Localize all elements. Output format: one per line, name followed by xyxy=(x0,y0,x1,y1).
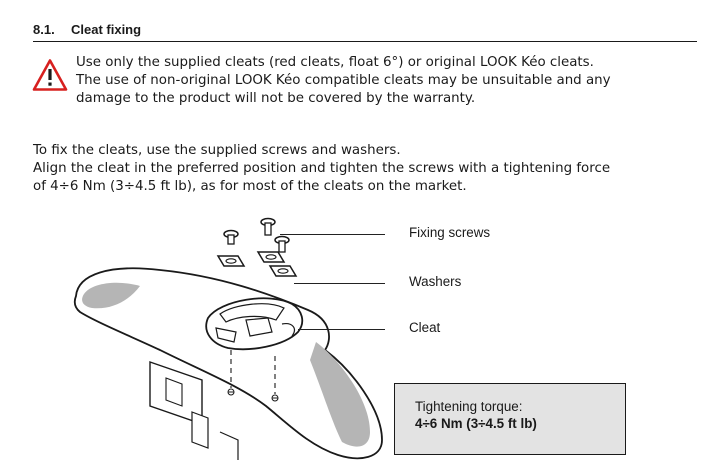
section-number: 8.1. xyxy=(33,22,55,37)
screws-leader-line xyxy=(280,234,385,235)
callout-cleat: Cleat xyxy=(409,320,441,335)
instruction-line: of 4÷6 Nm (3÷4.5 ft lb), as for most of … xyxy=(33,179,467,194)
warning-triangle-icon xyxy=(32,59,68,91)
torque-label: Tightening torque: xyxy=(415,399,523,414)
washers-leader-line xyxy=(294,283,385,284)
callout-fixing-screws: Fixing screws xyxy=(409,225,491,240)
assembly-guides xyxy=(230,350,276,394)
fixing-screws xyxy=(223,217,290,253)
shoe-sole xyxy=(73,267,383,460)
section-title: Cleat fixing xyxy=(71,22,142,37)
instruction-line: To fix the cleats, use the supplied scre… xyxy=(33,143,401,158)
warning-line: Use only the supplied cleats (red cleats… xyxy=(76,55,594,70)
instructions-text: To fix the cleats, use the supplied scre… xyxy=(33,142,703,196)
instruction-line: Align the cleat in the preferred positio… xyxy=(33,161,611,176)
section-heading: 8.1. Cleat fixing xyxy=(33,21,697,42)
cleat-fixing-illustration xyxy=(73,217,383,460)
cleat xyxy=(205,297,304,351)
warning-line: The use of non-original LOOK Kéo compati… xyxy=(76,73,611,88)
torque-spec-box: Tightening torque: 4÷6 Nm (3÷4.5 ft lb) xyxy=(394,383,626,455)
cleat-leader-line xyxy=(298,329,385,330)
torque-value: 4÷6 Nm (3÷4.5 ft lb) xyxy=(415,416,537,431)
screw-holes xyxy=(227,388,279,402)
warning-text: Use only the supplied cleats (red cleats… xyxy=(76,54,701,108)
callout-washers: Washers xyxy=(409,274,462,289)
washers xyxy=(216,251,298,277)
warning-line: damage to the product will not be covere… xyxy=(76,91,476,106)
